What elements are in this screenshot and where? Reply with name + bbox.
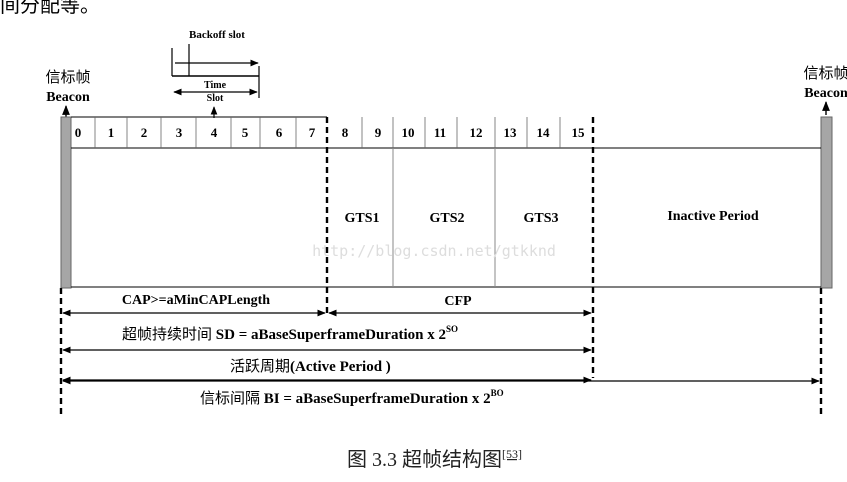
slot-number-14: 14 bbox=[537, 125, 551, 140]
time-slot-label-line1: Time bbox=[204, 80, 227, 91]
slot-number-8: 8 bbox=[342, 125, 349, 140]
inactive-period-label: Inactive Period bbox=[667, 209, 759, 224]
sd-label: 超帧持续时间 SD = aBaseSuperframeDuration x 2S… bbox=[122, 324, 458, 343]
slot-ticks bbox=[94, 117, 561, 148]
slot-number-2: 2 bbox=[141, 125, 148, 140]
backoff-slot-label: Backoff slot bbox=[189, 29, 245, 41]
watermark: http://blog.csdn.net/gtkknd bbox=[312, 242, 556, 260]
beacon-right-cn: 信标帧 bbox=[803, 65, 847, 82]
cap-label: CAP>=aMinCAPLength bbox=[122, 293, 270, 308]
slot-number-12: 12 bbox=[470, 125, 483, 140]
beacon-right-bar bbox=[820, 116, 833, 289]
gts3-label: GTS3 bbox=[523, 211, 558, 226]
slot-number-10: 10 bbox=[402, 125, 415, 140]
beacon-left-cn: 信标帧 bbox=[45, 69, 90, 86]
cfp-label: CFP bbox=[444, 294, 472, 309]
slot-number-1: 1 bbox=[108, 125, 115, 140]
top-text-fragment: 间分配等。 bbox=[0, 0, 100, 17]
beacon-right-en: Beacon bbox=[804, 86, 847, 101]
figure-caption: 图 3.3 超帧结构图[53] bbox=[347, 447, 522, 471]
active-period-label: 活跃周期(Active Period ) bbox=[230, 358, 391, 375]
gts1-label: GTS1 bbox=[344, 211, 379, 226]
time-slot-label-line2: Slot bbox=[207, 93, 224, 104]
beacon-left-en: Beacon bbox=[46, 90, 90, 105]
slot-number-15: 15 bbox=[572, 125, 586, 140]
slot-number-4: 4 bbox=[211, 125, 218, 140]
slot-number-9: 9 bbox=[375, 125, 382, 140]
slot-number-11: 11 bbox=[434, 125, 446, 140]
bi-label: 信标间隔 BI = aBaseSuperframeDuration x 2BO bbox=[200, 388, 504, 407]
slot-number-3: 3 bbox=[176, 125, 183, 140]
beacon-left-bar bbox=[60, 116, 72, 289]
slot-number-13: 13 bbox=[504, 125, 518, 140]
slot-number-6: 6 bbox=[276, 125, 283, 140]
slot-number-7: 7 bbox=[309, 125, 316, 140]
slot-number-0: 0 bbox=[75, 125, 82, 140]
gts2-label: GTS2 bbox=[429, 211, 464, 226]
slot-number-5: 5 bbox=[242, 125, 249, 140]
